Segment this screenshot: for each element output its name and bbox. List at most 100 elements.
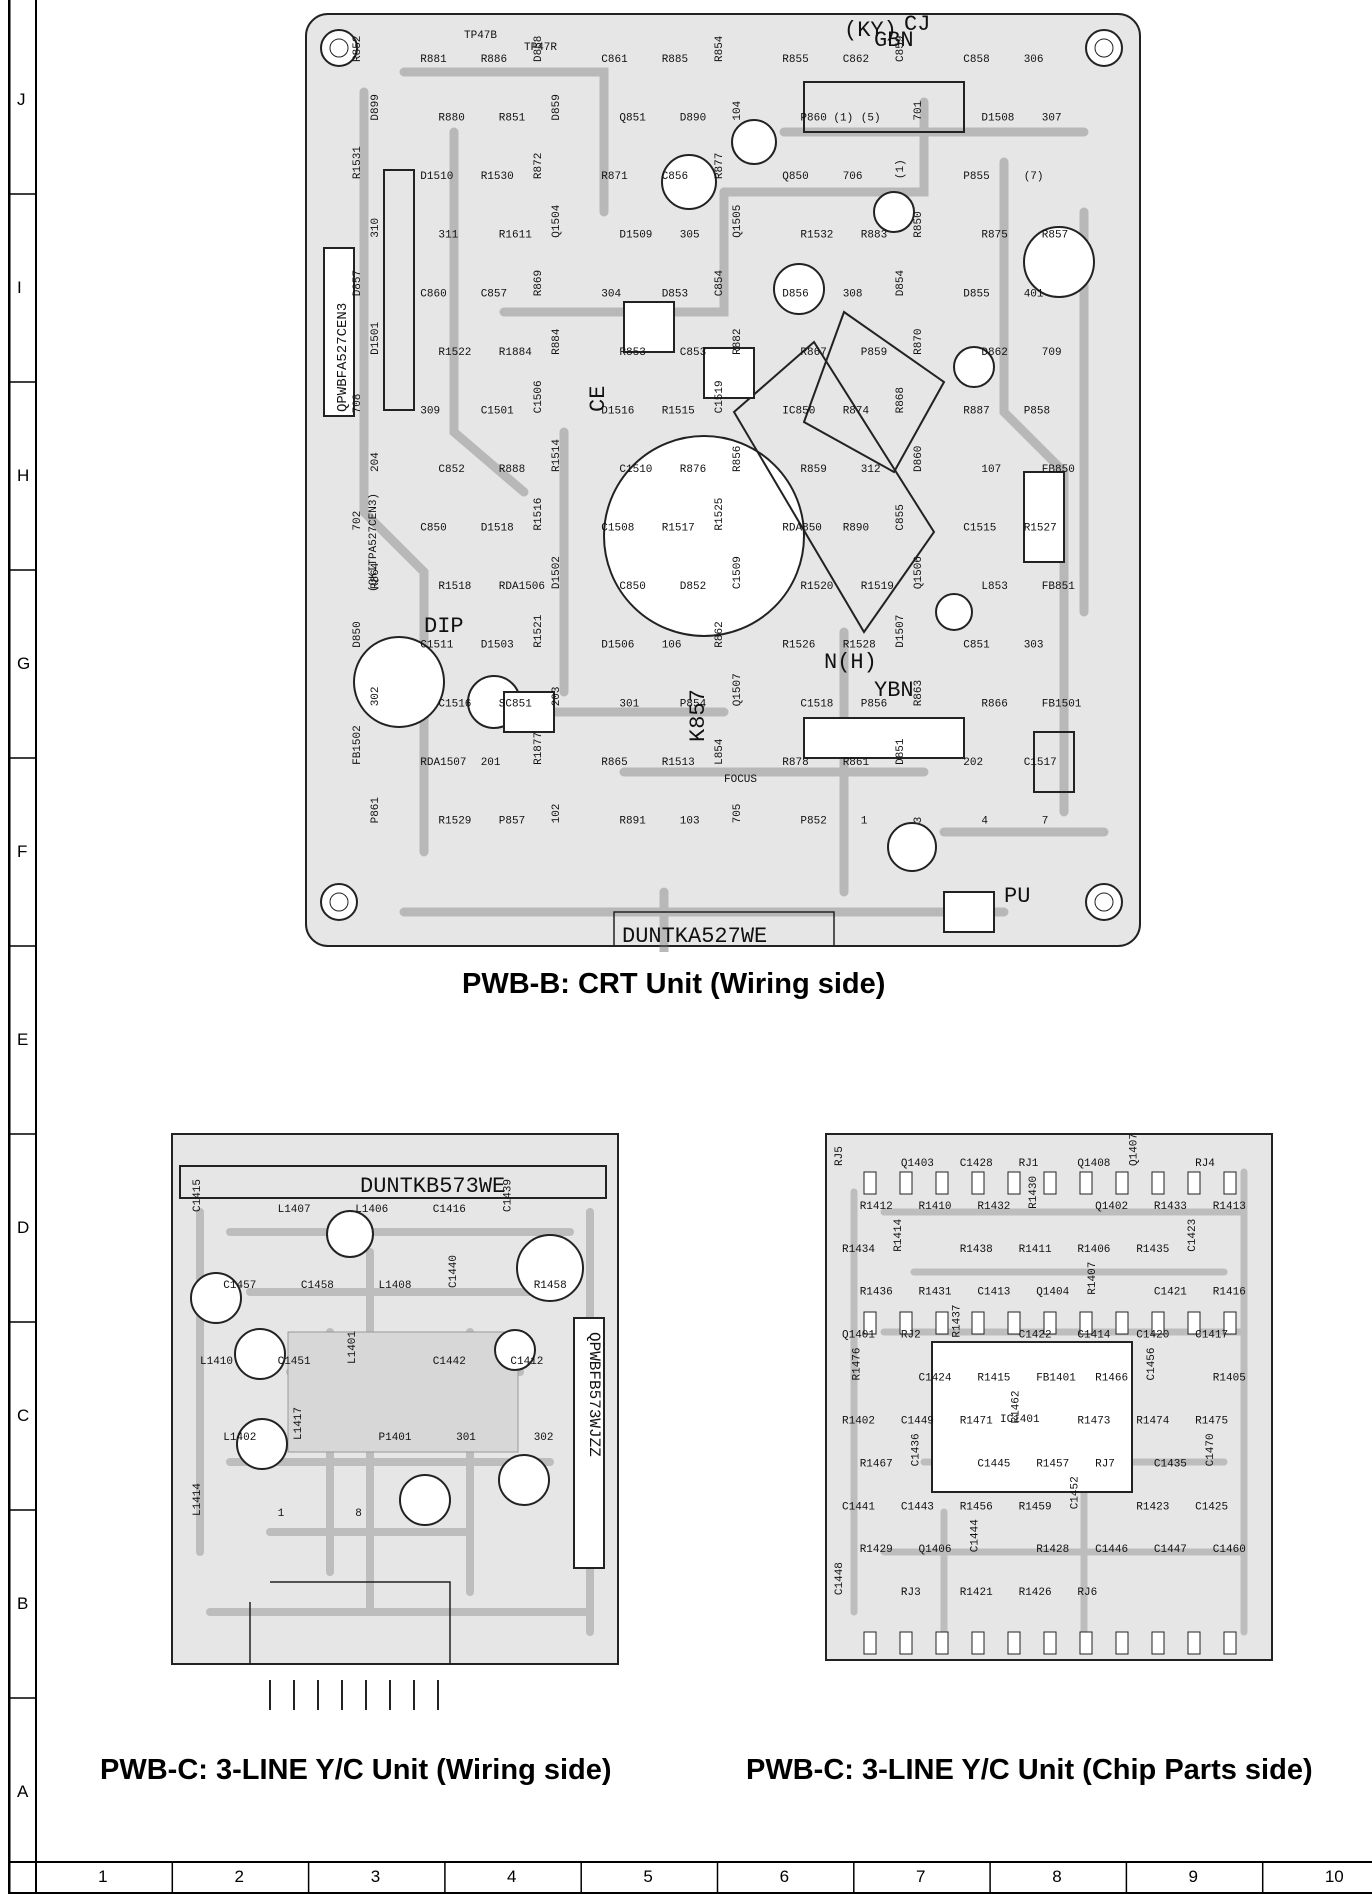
crt-component-label: R852 bbox=[352, 36, 364, 62]
crt-component-label: R857 bbox=[1042, 230, 1068, 242]
crt-component-label: R855 bbox=[782, 54, 808, 66]
crt-component-label: FB850 bbox=[1042, 464, 1075, 476]
crt-component-label: FB1502 bbox=[352, 725, 364, 765]
crt-tag-gbn: GBN bbox=[874, 28, 914, 53]
yc-chip-component-label: R1421 bbox=[960, 1587, 993, 1599]
chip-pad bbox=[935, 1311, 949, 1335]
crt-component-label: D852 bbox=[680, 581, 706, 593]
crt-component-label: R1519 bbox=[861, 581, 894, 593]
crt-part-no: DUNTKA527WE bbox=[622, 924, 767, 949]
crt-component-label: C861 bbox=[601, 54, 628, 66]
crt-tag-k857: K857 bbox=[686, 689, 711, 742]
crt-component-label: 307 bbox=[1042, 113, 1062, 125]
crt-component-label: R883 bbox=[861, 230, 887, 242]
crt-component-label: D851 bbox=[895, 738, 907, 765]
yc-chip-component-label: R1413 bbox=[1213, 1201, 1246, 1213]
yc-chip-component-label: Q1403 bbox=[901, 1158, 934, 1170]
crt-component-label: D853 bbox=[662, 288, 688, 300]
crt-tag-tp47b: TP47B bbox=[464, 30, 497, 42]
crt-component-label: 308 bbox=[843, 288, 863, 300]
yc-chip-component-label: R1438 bbox=[960, 1244, 993, 1256]
crt-component-label: D858 bbox=[533, 36, 545, 62]
yc-chip-component-label: C1443 bbox=[901, 1501, 934, 1513]
crt-component-label: C857 bbox=[481, 288, 507, 300]
crt-component-label: FB851 bbox=[1042, 581, 1075, 593]
crt-component-label: 706 bbox=[843, 171, 863, 183]
yc-chip-component-label: R1428 bbox=[1036, 1544, 1069, 1556]
chip-pad bbox=[1187, 1311, 1201, 1335]
crt-component-label: Q1506 bbox=[913, 556, 925, 589]
crt-component-label: C852 bbox=[438, 464, 464, 476]
yc-wiring-component-label: R1458 bbox=[534, 1280, 567, 1292]
crt-component-label: Q851 bbox=[619, 113, 646, 125]
yc-wiring-component-label: P1401 bbox=[379, 1432, 412, 1444]
crt-component-label: D899 bbox=[370, 94, 382, 120]
crt-component-label: 311 bbox=[438, 230, 458, 242]
yc-chip-component-label: R1429 bbox=[860, 1544, 893, 1556]
crt-component-label: 107 bbox=[981, 464, 1001, 476]
crt-component-label: 701 bbox=[913, 100, 925, 120]
crt-component-label: 7 bbox=[1042, 815, 1049, 827]
yc-chip-component-label: RJ3 bbox=[901, 1587, 921, 1599]
crt-component-label: R850 bbox=[913, 211, 925, 237]
yc-chip-component-label: C1449 bbox=[901, 1416, 934, 1428]
col-label: 7 bbox=[915, 1867, 926, 1886]
row-label: G bbox=[17, 654, 31, 673]
crt-component-label: 401 bbox=[1024, 288, 1044, 300]
crt-component-label: R1877 bbox=[533, 732, 545, 765]
chip-pad bbox=[899, 1631, 913, 1655]
yc-chip-component-label: RJ7 bbox=[1095, 1458, 1115, 1470]
row-label: C bbox=[17, 1406, 30, 1425]
crt-component-label: SC851 bbox=[499, 698, 532, 710]
crt-component-label: P852 bbox=[800, 815, 826, 827]
crt-component-label: D1509 bbox=[619, 230, 652, 242]
yc-chip-component-label: R1415 bbox=[977, 1373, 1010, 1385]
yc-chip-component-label: R1476 bbox=[852, 1347, 864, 1380]
crt-tag-ce: CE bbox=[586, 386, 611, 412]
crt-component-label: C1515 bbox=[963, 523, 996, 535]
yc-chip-component-label: C1414 bbox=[1077, 1330, 1110, 1342]
chip-pad bbox=[1007, 1171, 1021, 1195]
chip-pad bbox=[1187, 1171, 1201, 1195]
chip-pad bbox=[971, 1631, 985, 1655]
col-label: 5 bbox=[643, 1867, 653, 1886]
yc-wiring-component-label: 1 bbox=[278, 1508, 285, 1520]
crt-component-label: RDA1506 bbox=[499, 581, 545, 593]
yc-wiring-caption: PWB-C: 3-LINE Y/C Unit (Wiring side) bbox=[100, 1754, 612, 1786]
yc-chip-component-label: R1414 bbox=[893, 1218, 905, 1251]
col-label: 10 bbox=[1324, 1867, 1344, 1886]
crt-component-label: R859 bbox=[800, 464, 826, 476]
yc-chip-component-label: R1434 bbox=[842, 1244, 875, 1256]
crt-component-label: 302 bbox=[370, 686, 382, 706]
yc-chip-component-label: Q1401 bbox=[842, 1330, 875, 1342]
chip-pad bbox=[1115, 1631, 1129, 1655]
crt-component-label: R1516 bbox=[533, 498, 545, 531]
crt-component-label: C856 bbox=[662, 171, 688, 183]
crt-component-label: R854 bbox=[714, 35, 726, 62]
crt-component-label: C1509 bbox=[732, 556, 744, 589]
yc-chip-component-label: R1402 bbox=[842, 1416, 875, 1428]
crt-component-label: C854 bbox=[714, 269, 726, 296]
crt-component-label: R1522 bbox=[438, 347, 471, 359]
chip-pad bbox=[863, 1311, 877, 1335]
chip-pad bbox=[899, 1311, 913, 1335]
chip-pad bbox=[971, 1311, 985, 1335]
yc-wiring-component-label: C1415 bbox=[192, 1179, 204, 1212]
crt-component-label: C850 bbox=[420, 523, 446, 535]
crt-component-label: C860 bbox=[420, 288, 446, 300]
yc-chip-component-label: C1423 bbox=[1187, 1219, 1199, 1252]
crt-component-label: D855 bbox=[963, 288, 989, 300]
crt-component-label: R874 bbox=[843, 405, 870, 417]
yc-chip-component-label: C1460 bbox=[1213, 1544, 1246, 1556]
crt-component-label: D1503 bbox=[481, 640, 514, 652]
crt-component-label: R1532 bbox=[800, 230, 833, 242]
yc-chip-component-label: RJ4 bbox=[1195, 1158, 1215, 1170]
crt-component-label: R871 bbox=[601, 171, 628, 183]
yc-chip-component-label: R1474 bbox=[1136, 1416, 1169, 1428]
yc-chip-component-label: R1471 bbox=[960, 1416, 993, 1428]
crt-component-label: 104 bbox=[732, 100, 744, 120]
crt-component-label: R1884 bbox=[499, 347, 532, 359]
crt-component-label: 201 bbox=[481, 757, 501, 769]
